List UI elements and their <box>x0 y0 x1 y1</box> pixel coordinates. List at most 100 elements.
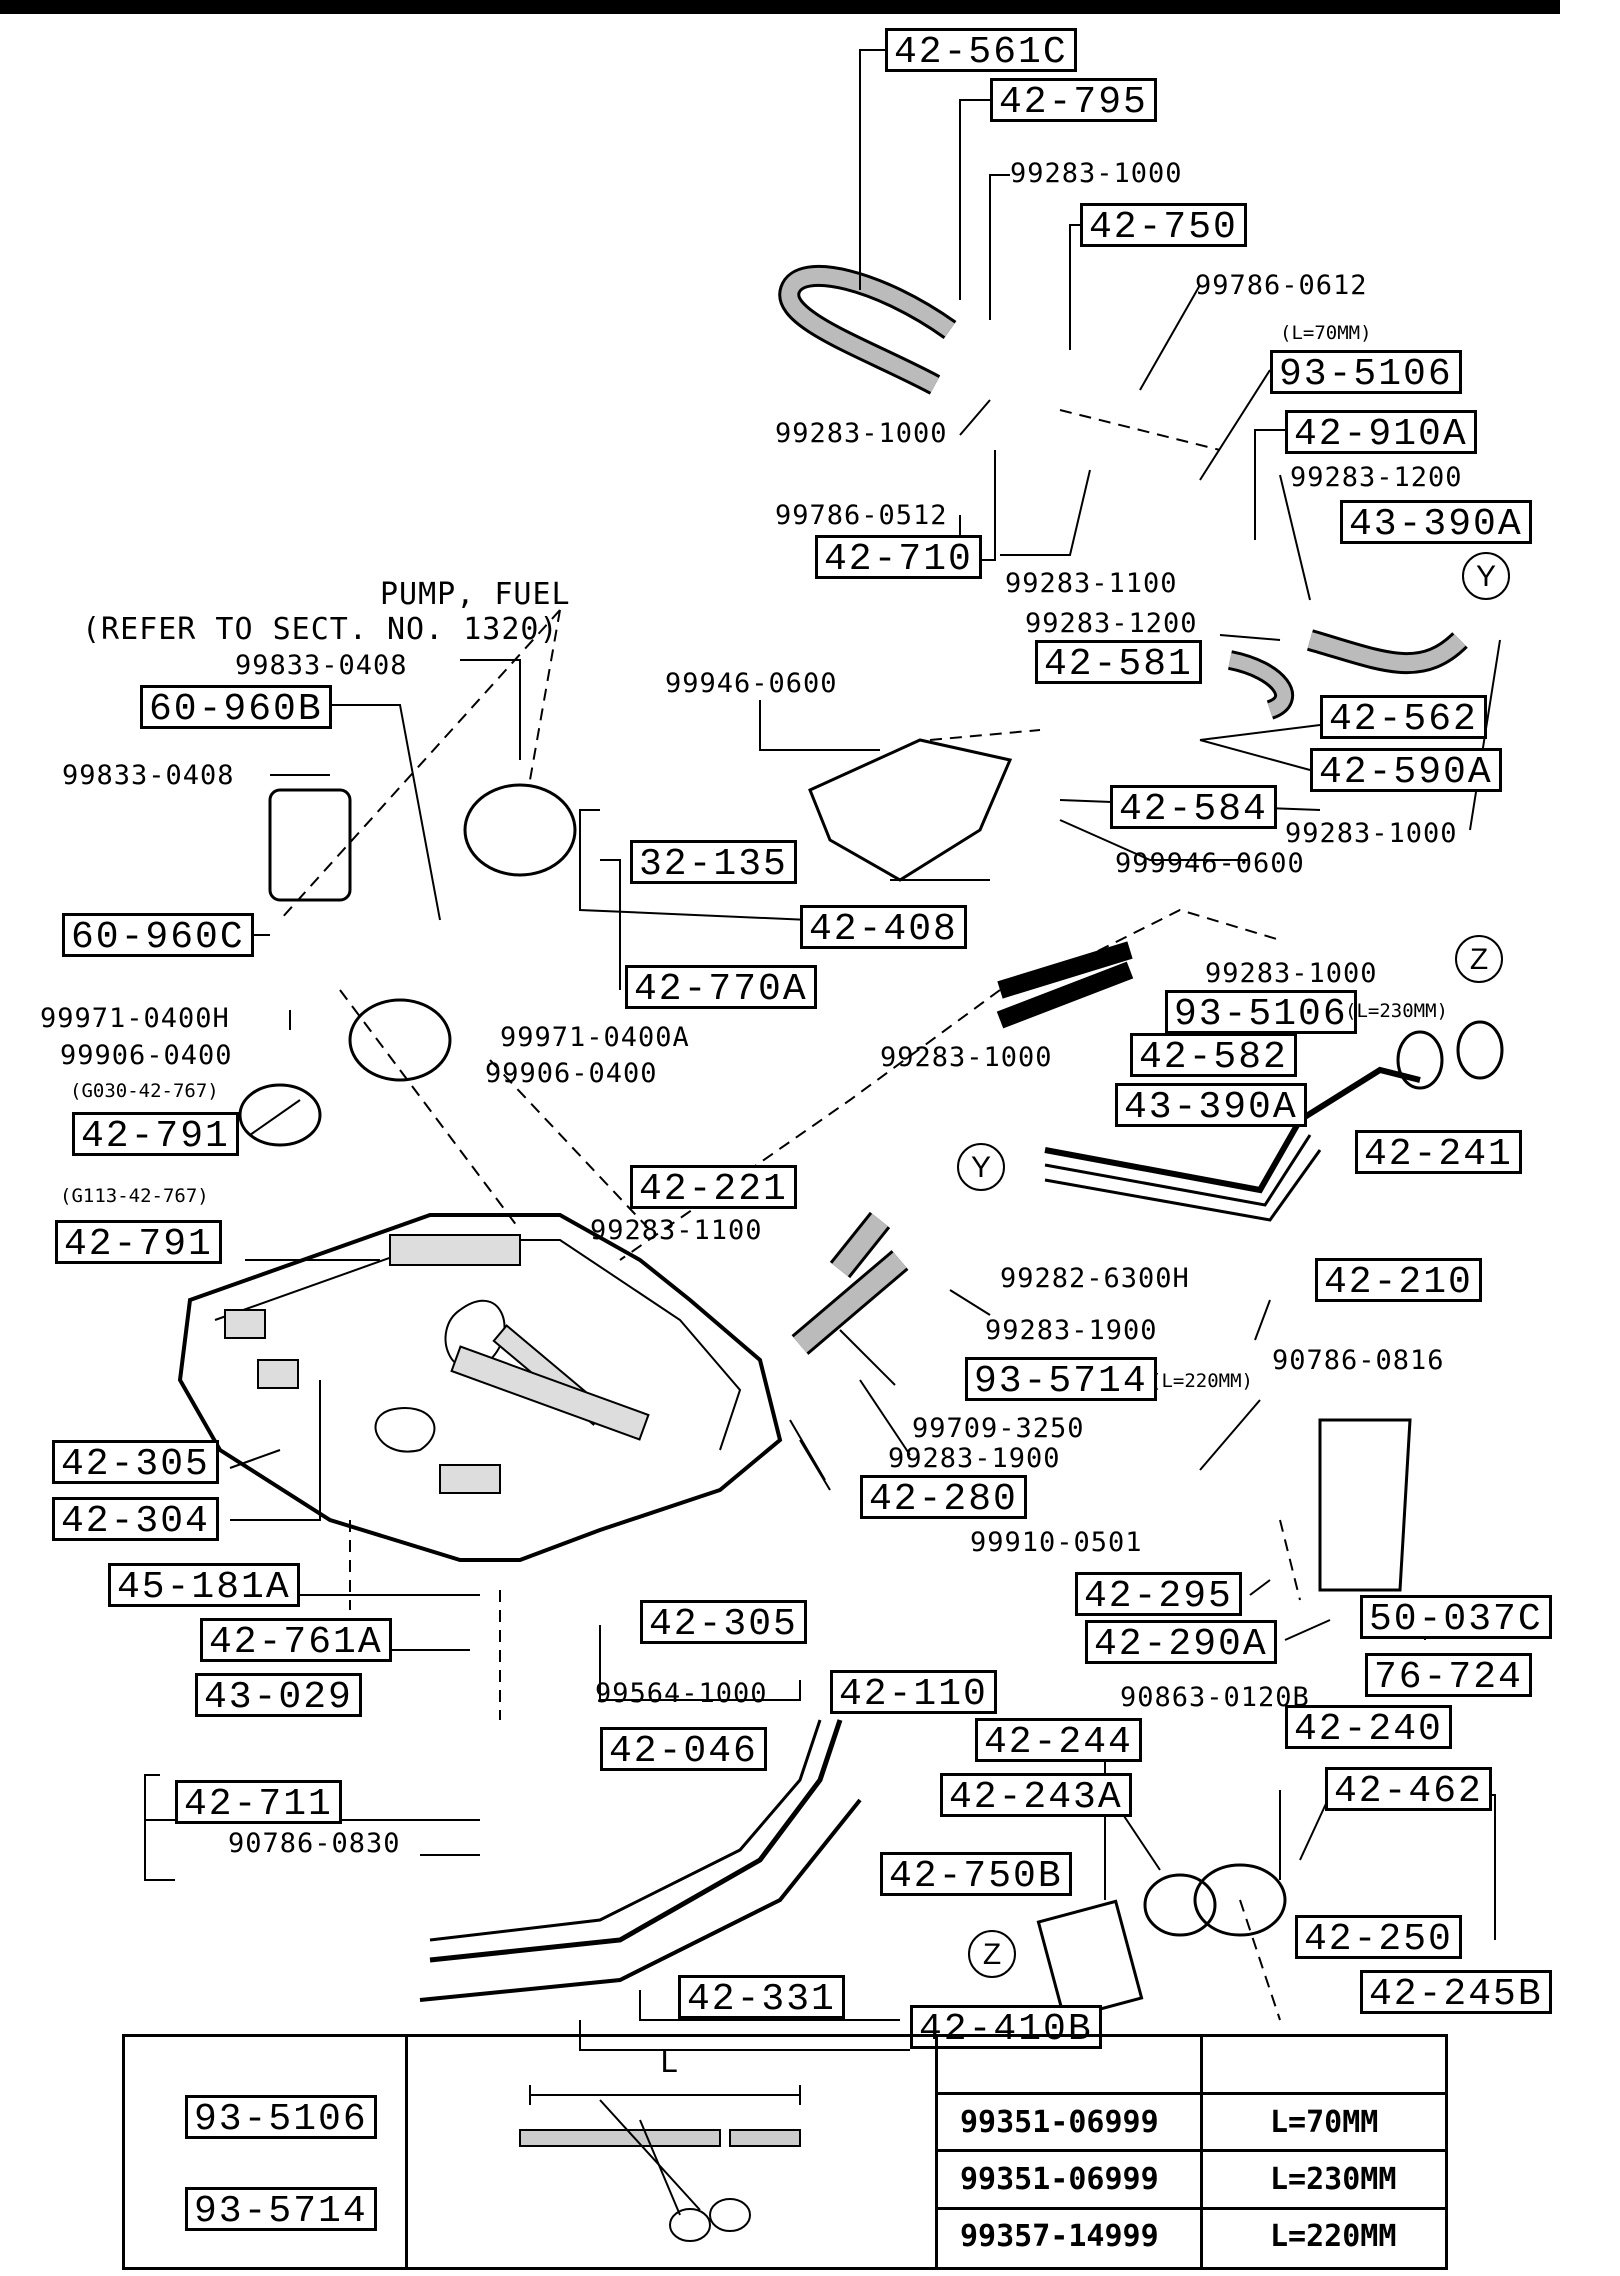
reference-circle-y: Y <box>1462 552 1510 600</box>
part-label: 42-791 <box>55 1220 222 1266</box>
part-label: 42-770A <box>625 965 817 1011</box>
legend-cutting-illustration <box>519 2085 801 2242</box>
part-label: 42-244 <box>975 1718 1142 1764</box>
fuel-pump-cover <box>463 783 577 877</box>
part-label: 42-750 <box>1080 203 1247 249</box>
part-label: 93-5714 <box>965 1357 1157 1403</box>
part-label: 42-046 <box>600 1727 767 1773</box>
part-label: 42-562 <box>1320 695 1487 741</box>
part-label: 42-305 <box>52 1440 219 1486</box>
legend-row-length: L=70MM <box>1270 2105 1379 2140</box>
part-label: 42-290A <box>1085 1620 1277 1666</box>
part-label: 93-5106 <box>1270 350 1462 396</box>
part-label: 42-582 <box>1130 1033 1297 1079</box>
part-label: 42-795 <box>990 78 1157 124</box>
part-label: 43-029 <box>195 1673 362 1719</box>
part-number-text: 90786-0816 <box>1272 1345 1445 1376</box>
part-label: 93-5106 <box>1165 990 1357 1036</box>
part-number-text: 99786-0612 <box>1195 270 1368 301</box>
foam-pad <box>389 1234 521 1266</box>
part-number-text: 99283-1100 <box>1005 568 1178 599</box>
part-number-text: 99564-1000 <box>595 1678 768 1709</box>
tank-strap-front <box>429 1719 843 1963</box>
part-number-text: 99833-0408 <box>62 760 235 791</box>
part-label: 42-250 <box>1295 1915 1462 1961</box>
model-note: (G030-42-767) <box>70 1080 219 1102</box>
part-number-text: 99283-1000 <box>1285 818 1458 849</box>
part-number-text: 99283-1000 <box>880 1042 1053 1073</box>
part-label: 42-210 <box>1315 1258 1482 1304</box>
legend-divider <box>1200 2037 1203 2267</box>
part-label: 43-390A <box>1340 500 1532 546</box>
part-label: 42-304 <box>52 1497 219 1543</box>
gasket-ring <box>348 998 452 1082</box>
fuel-pump-body <box>268 788 352 902</box>
part-number-text: 99906-0400 <box>60 1040 233 1071</box>
part-number-text: 99283-1900 <box>985 1315 1158 1346</box>
reference-circle-z: Z <box>1455 935 1503 983</box>
part-label: 42-280 <box>860 1475 1027 1521</box>
reference-circle-z: Z <box>968 1930 1016 1978</box>
part-label: 32-135 <box>630 840 797 886</box>
part-number-text: 99283-1100 <box>590 1215 763 1246</box>
filler-neck <box>1396 1030 1444 1090</box>
part-number-text: 99971-0400H <box>40 1003 230 1034</box>
part-number-text: 99283-1900 <box>888 1443 1061 1474</box>
length-symbol: L <box>660 2045 679 2080</box>
part-label: 76-724 <box>1365 1653 1532 1699</box>
part-label: 42-581 <box>1035 640 1202 686</box>
reference-circle-y: Y <box>957 1143 1005 1191</box>
part-label: 42-243A <box>940 1773 1132 1819</box>
part-label: 60-960C <box>62 913 254 959</box>
part-label: 42-750B <box>880 1852 1072 1898</box>
tank-strap-rear <box>419 1798 862 2002</box>
legend-row-length: L=220MM <box>1270 2219 1397 2254</box>
legend-row-part: 99351-06999 <box>960 2105 1159 2140</box>
hose-length-legend-table: 93-5106 93-5714 L 99351-06999 L=70MM 993… <box>122 2034 1448 2270</box>
part-label: 42-761A <box>200 1618 392 1664</box>
part-label: 60-960B <box>140 685 332 731</box>
part-number-text: 99282-6300H <box>1000 1263 1190 1294</box>
legend-part-label: 93-5714 <box>185 2187 377 2233</box>
housing-42-290A <box>1318 1418 1412 1592</box>
part-number-text: 99709-3250 <box>912 1413 1085 1444</box>
part-number-text: 99906-0400 <box>485 1058 658 1089</box>
part-label: 42-710 <box>815 535 982 581</box>
length-note: (L=230MM) <box>1345 1000 1448 1022</box>
part-label: 43-390A <box>1115 1083 1307 1129</box>
part-label: 42-221 <box>630 1165 797 1211</box>
legend-divider <box>935 2092 1445 2095</box>
length-note: (L=220MM) <box>1150 1370 1253 1392</box>
foam-pad <box>439 1464 501 1494</box>
part-label: 42-331 <box>678 1975 845 2021</box>
model-note: (G113-42-767) <box>60 1185 209 1207</box>
part-label: 42-408 <box>800 905 967 951</box>
legend-part-label: 93-5106 <box>185 2095 377 2141</box>
part-label: 42-240 <box>1285 1705 1452 1751</box>
legend-row-part: 99357-14999 <box>960 2219 1159 2254</box>
top-border-bar <box>0 0 1560 14</box>
pump-fuel-reference: (REFER TO SECT. NO. 1320) <box>82 612 559 647</box>
part-number-text: 999946-0600 <box>1115 848 1305 879</box>
part-number-text: 90786-0830 <box>228 1828 401 1859</box>
part-label: 42-410B <box>910 2005 1102 2051</box>
part-label: 42-584 <box>1110 785 1277 831</box>
part-number-text: 99946-0600 <box>665 668 838 699</box>
part-number-text: 90863-0120B <box>1120 1682 1310 1713</box>
part-label: 42-462 <box>1325 1767 1492 1813</box>
foam-pad <box>450 1345 650 1441</box>
legend-divider <box>405 2037 408 2267</box>
part-number-text: 99786-0512 <box>775 500 948 531</box>
bracket-42-408 <box>808 738 1013 882</box>
part-label: 42-110 <box>830 1670 997 1716</box>
part-number-text: 99283-1000 <box>1010 158 1183 189</box>
part-number-text: 99283-1000 <box>1205 958 1378 989</box>
part-number-text: 99283-1200 <box>1025 608 1198 639</box>
hose-42-582 <box>996 941 1134 1029</box>
part-label: 42-245B <box>1360 1970 1552 2016</box>
part-number-text: 99283-1200 <box>1290 462 1463 493</box>
part-label: 42-305 <box>640 1600 807 1646</box>
foam-pad <box>257 1359 299 1389</box>
legend-row-part: 99351-06999 <box>960 2162 1159 2197</box>
